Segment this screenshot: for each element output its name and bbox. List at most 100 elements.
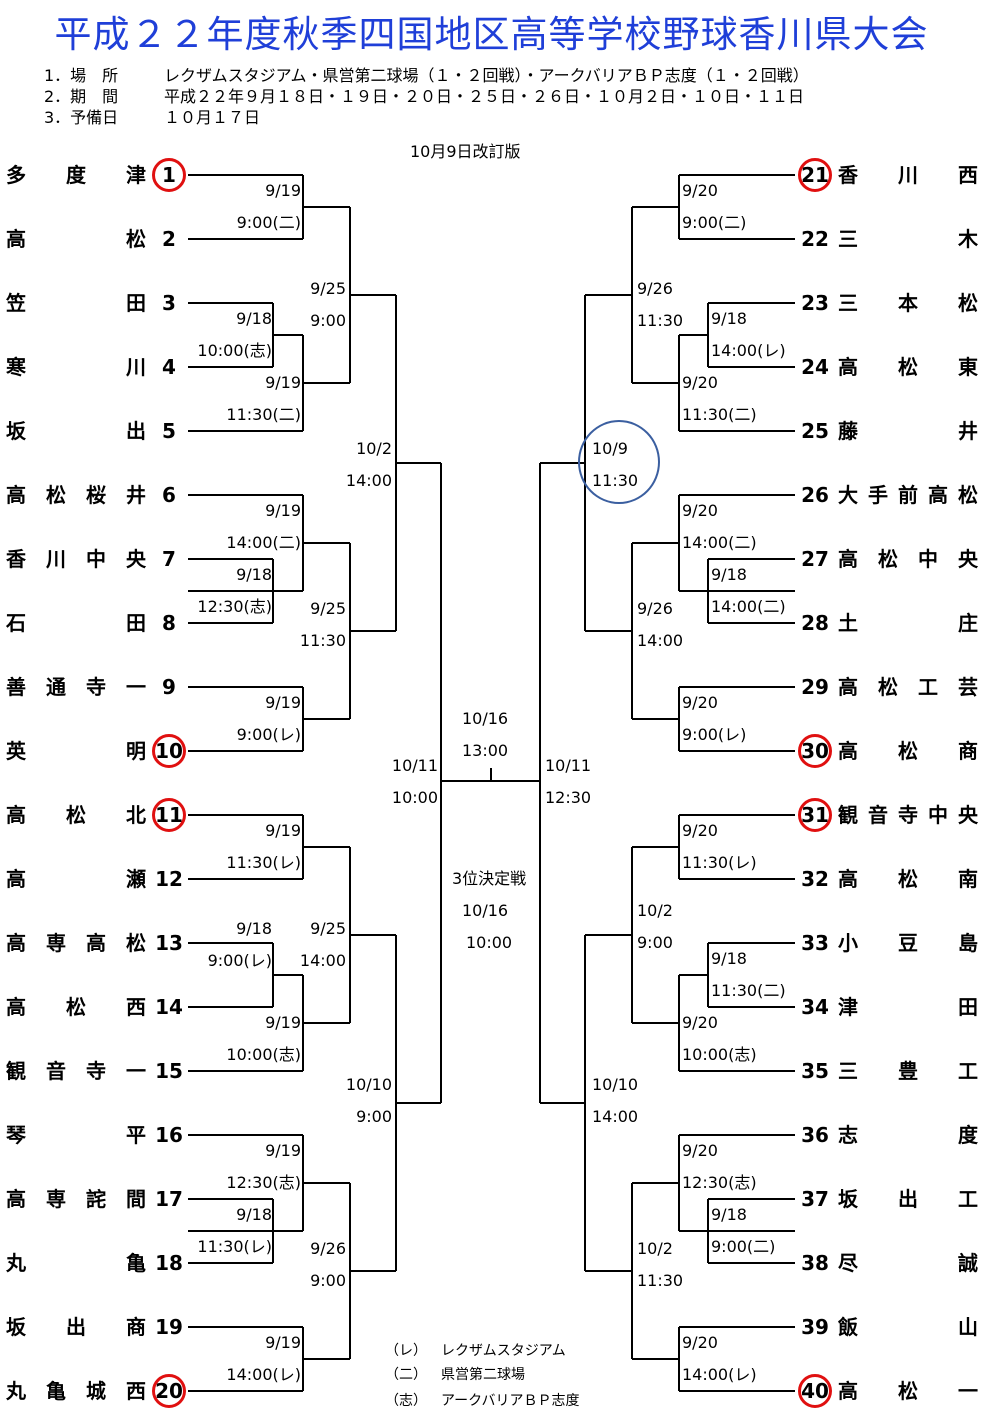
bracket-line (441, 780, 540, 782)
seed-circle (798, 734, 832, 768)
bracket-line (678, 815, 680, 879)
team-number: 37 (801, 1187, 829, 1211)
bracket-line (303, 846, 350, 848)
team-name-char: 一 (958, 1379, 978, 1403)
team-number: 35 (801, 1059, 829, 1083)
team-name-char: 三 (838, 291, 858, 315)
team-number: 8 (162, 611, 176, 635)
bracket-line (708, 622, 795, 624)
team-number: 27 (801, 547, 829, 571)
team-number: 16 (155, 1123, 183, 1147)
team-name: 高松一 (838, 1376, 978, 1406)
bracket-line (396, 462, 441, 464)
bracket-line (679, 750, 795, 752)
team-name-char: 央 (126, 547, 146, 571)
team-name-char: 英 (6, 739, 26, 763)
match-date-l20: 9/19 (265, 1333, 301, 1352)
match-time-r32: 11:30(レ) (682, 853, 757, 872)
bracket-line (188, 590, 303, 592)
revision-highlight-circle (578, 420, 660, 504)
third-place-date: 10/16 (462, 901, 509, 920)
match-time-l1: 9:00(二) (236, 213, 301, 232)
bracket-line (273, 590, 303, 592)
match-time-l_qf2: 9:00 (356, 1107, 392, 1126)
team-name-char: 高 (6, 1187, 26, 1211)
team-name: 津田 (838, 992, 978, 1022)
bracket-line (188, 238, 303, 240)
match-time-l13: 9:00(レ) (207, 951, 272, 970)
team-name-char: 芸 (958, 675, 978, 699)
match-time-r38: 9:00(二) (711, 1237, 776, 1256)
bracket-line (679, 974, 708, 976)
match-time-l15: 10:00(志) (226, 1045, 301, 1064)
team-name-char: 松 (46, 483, 66, 507)
match-date-r27: 9/20 (682, 501, 718, 520)
match-time-l_qf1: 14:00 (345, 471, 392, 490)
team-name: 善通寺一 (6, 672, 146, 702)
bracket-line (303, 206, 350, 208)
match-date-r_r2b: 9/26 (637, 599, 673, 618)
match-time-r_sf: 12:30 (545, 788, 592, 807)
team-name-char: 島 (958, 931, 978, 955)
team-number: 23 (801, 291, 829, 315)
bracket-line (679, 814, 795, 816)
team-name: 香川中央 (6, 544, 146, 574)
team-name: 坂出工 (838, 1184, 978, 1214)
bracket-line (188, 750, 303, 752)
team-name-char: 通 (46, 675, 66, 699)
team-name-char: 坂 (6, 1315, 26, 1339)
bracket-line (350, 294, 396, 296)
bracket-line (632, 718, 679, 720)
team-name-char: 川 (126, 355, 146, 379)
match-date-l_r2b: 9/25 (310, 599, 346, 618)
match-time-l18: 11:30(レ) (197, 1237, 272, 1256)
bracket-line (303, 382, 350, 384)
match-time-l3: 10:00(志) (197, 341, 272, 360)
team-name-char: 庄 (958, 611, 978, 635)
team-name-char: 井 (958, 419, 978, 443)
team-number: 39 (801, 1315, 829, 1339)
bracket-line (679, 878, 795, 880)
team-name-char: 松 (898, 867, 918, 891)
match-date-r33: 9/18 (711, 949, 747, 968)
match-time-r24: 11:30(二) (682, 405, 757, 424)
team-name-char: 高 (838, 867, 858, 891)
team-name-char: 津 (126, 163, 146, 187)
seed-circle (152, 158, 186, 192)
team-name: 高専詫間 (6, 1184, 146, 1214)
bracket-line (188, 814, 303, 816)
team-name-char: 飯 (838, 1315, 858, 1339)
seed-circle (152, 1374, 186, 1408)
bracket-line (188, 1262, 273, 1264)
team-name-char: 坂 (838, 1187, 858, 1211)
team-name-char: 北 (126, 803, 146, 827)
match-date-l18: 9/18 (236, 1205, 272, 1224)
bracket-line (678, 495, 680, 591)
team-name-char: 香 (6, 547, 26, 571)
bracket-line (188, 302, 273, 304)
seed-circle (798, 798, 832, 832)
bracket-line (632, 1022, 679, 1024)
match-date-r37: 9/20 (682, 1141, 718, 1160)
bracket-line (679, 1134, 795, 1136)
team-name-char: 手 (868, 483, 888, 507)
team-name-char: 工 (958, 1187, 978, 1211)
team-number: 26 (801, 483, 829, 507)
team-name-char: 高 (6, 931, 26, 955)
team-number: 3 (162, 291, 176, 315)
team-number: 7 (162, 547, 176, 571)
bracket-line (707, 943, 709, 1007)
bracket-line (708, 430, 795, 432)
bracket-line (708, 1198, 795, 1200)
bracket-line (585, 934, 632, 936)
team-name-char: 誠 (958, 1251, 978, 1275)
team-name-char: 観 (6, 1059, 26, 1083)
match-date-l7: 9/19 (265, 501, 301, 520)
bracket-line (632, 1358, 679, 1360)
match-time-r_r2a: 11:30 (637, 311, 684, 330)
match-date-r_qf2: 10/10 (592, 1075, 639, 1094)
match-date-l_sf: 10/11 (391, 756, 438, 775)
team-name-char: 高 (86, 931, 106, 955)
bracket-line (585, 1270, 632, 1272)
